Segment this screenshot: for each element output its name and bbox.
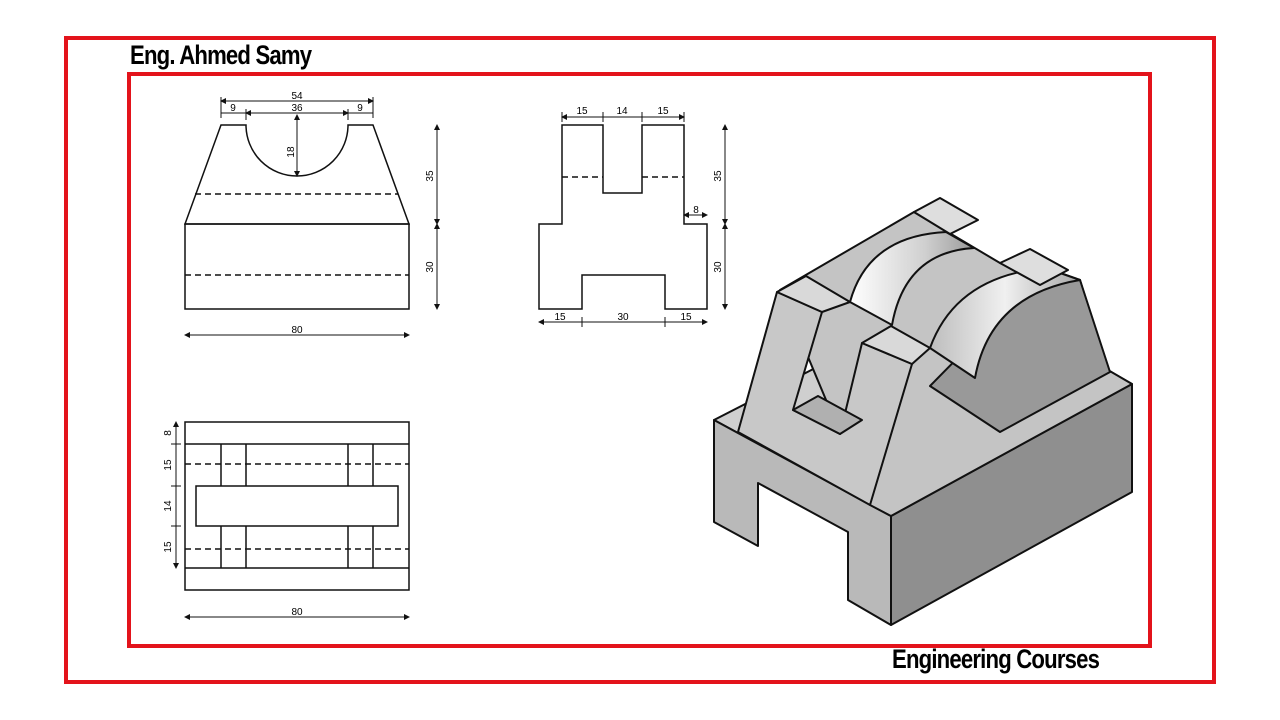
author-title: Eng. Ahmed Samy [130, 40, 312, 70]
dim-label: 8 [693, 205, 699, 216]
side-view [538, 124, 708, 310]
dim-label: 54 [291, 91, 303, 102]
dim-label: 9 [230, 103, 236, 114]
iso-rear-post-top-2 [999, 248, 1069, 286]
side-view-outline [538, 124, 708, 310]
dim-label: 35 [713, 170, 724, 182]
dim-label: 35 [425, 170, 436, 182]
dim-label: 80 [291, 607, 303, 618]
dim-label: 8 [163, 430, 174, 436]
front-view-base [184, 223, 410, 310]
dim-label: 36 [291, 103, 303, 114]
top-view-dimension-text: 8 15 14 15 80 [163, 430, 303, 618]
dim-label: 15 [554, 312, 566, 323]
inner-frame [127, 72, 1152, 648]
iso-saddle-curve-2 [929, 267, 1081, 379]
dim-label: 9 [357, 103, 363, 114]
dim-label: 18 [286, 146, 297, 158]
top-view-dimensions [171, 421, 410, 620]
dim-label: 30 [617, 312, 629, 323]
iso-slot-floor [792, 395, 863, 435]
brand-title: Engineering Courses [892, 644, 1100, 674]
iso-saddle-curve-1 [849, 231, 975, 326]
isometric-view [713, 197, 1133, 626]
dim-label: 15 [163, 459, 174, 471]
top-view-outline [184, 421, 410, 591]
front-view-dimension-text: 54 9 36 9 18 35 30 80 [230, 91, 436, 336]
dim-label: 14 [616, 106, 628, 117]
top-view-center-slot [195, 485, 399, 527]
dim-label: 80 [291, 325, 303, 336]
dim-label: 15 [680, 312, 692, 323]
top-view [184, 421, 410, 591]
outer-frame [64, 36, 1216, 684]
iso-rear-post-top-1 [913, 197, 979, 235]
dim-label: 30 [425, 261, 436, 273]
dim-label: 15 [576, 106, 588, 117]
dim-label: 14 [163, 500, 174, 512]
front-view-dimensions [184, 97, 440, 338]
dim-label: 30 [713, 261, 724, 273]
side-view-dimension-text: 15 14 15 35 30 8 15 30 15 [554, 106, 724, 323]
dim-label: 15 [657, 106, 669, 117]
side-view-dimensions [538, 112, 728, 327]
dim-label: 15 [163, 541, 174, 553]
